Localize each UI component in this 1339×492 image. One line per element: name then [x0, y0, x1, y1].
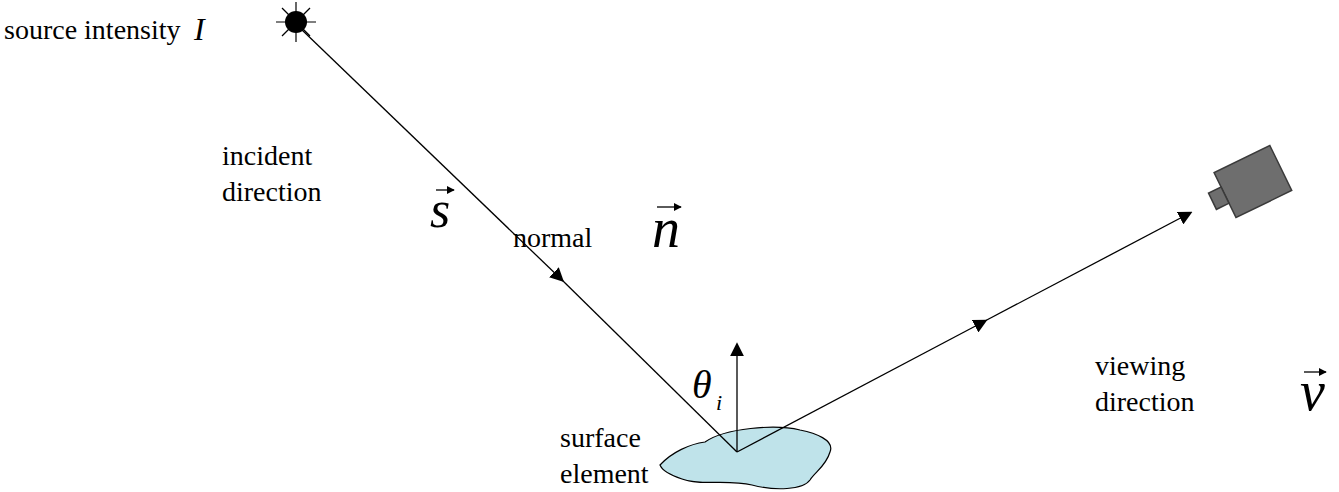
- surface-patch: [660, 427, 831, 488]
- source-label: source intensity: [4, 16, 181, 44]
- viewing-ray: [737, 321, 985, 452]
- incident-symbol: s: [430, 184, 450, 236]
- angle-symbol: θ: [692, 365, 712, 405]
- light-source: [276, 2, 316, 42]
- normal-label: normal: [513, 224, 592, 252]
- camera: [1201, 146, 1291, 224]
- viewing-symbol: v: [1300, 363, 1325, 419]
- intensity-symbol: I: [194, 13, 205, 45]
- angle-subscript: i: [716, 392, 722, 414]
- viewing-label: viewing direction: [1095, 348, 1215, 420]
- incident-label: incident direction: [222, 138, 342, 210]
- normal-symbol: n: [652, 200, 680, 256]
- normal-arrow: [736, 345, 737, 452]
- viewing-ray: [983, 213, 1190, 322]
- surface-label: surface element: [560, 420, 670, 492]
